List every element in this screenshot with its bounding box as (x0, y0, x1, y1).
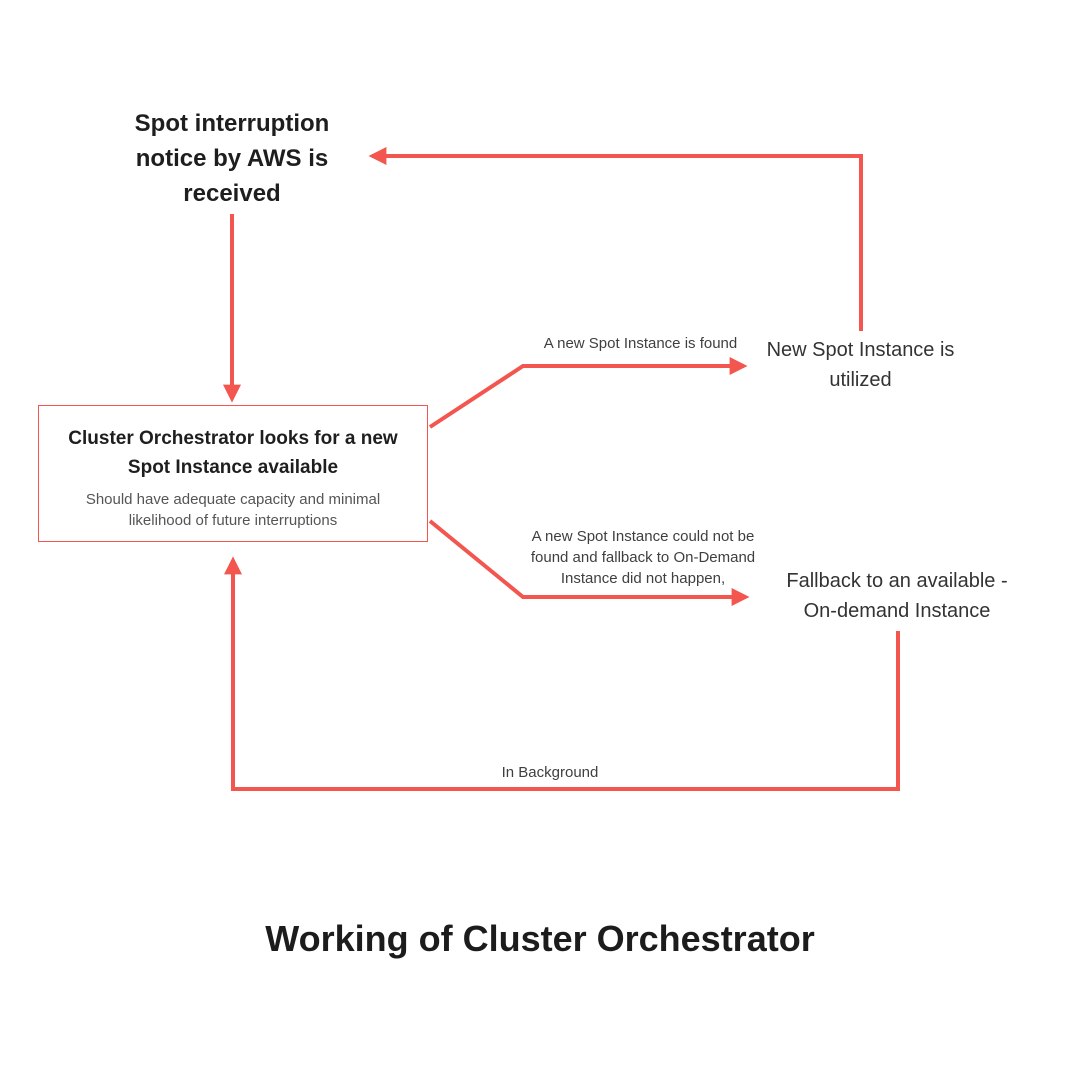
node-fallback-on-demand-instance: Fallback to an available -On-demand Inst… (786, 570, 1008, 622)
node-cluster-orchestrator: Cluster Orchestrator looks for a new Spo… (38, 405, 428, 542)
edge-label-spot-instance-found: A new Spot Instance is found (543, 335, 738, 352)
node-new-spot-instance-utilized: New Spot Instance is utilized (766, 339, 955, 391)
cluster-orchestrator-subtitle: Should have adequate capacity and minima… (85, 491, 381, 529)
page-title: Working of Cluster Orchestrator (265, 918, 815, 959)
arrow-orchestrator-to-fallback (428, 519, 750, 606)
edge-label-spot-instance-not-found: A new Spot Instance could not be found a… (530, 528, 756, 587)
arrow-fallback-loop-to-orchestrator (224, 556, 900, 791)
arrow-spot-utilized-to-notice (368, 147, 863, 331)
cluster-orchestrator-title: Cluster Orchestrator looks for a new Spo… (68, 428, 398, 478)
node-spot-interruption-notice: Spot interruption notice by AWS is recei… (134, 110, 330, 207)
edge-label-in-background: In Background (501, 764, 599, 781)
arrow-orchestrator-to-spot-utilized (428, 357, 748, 429)
